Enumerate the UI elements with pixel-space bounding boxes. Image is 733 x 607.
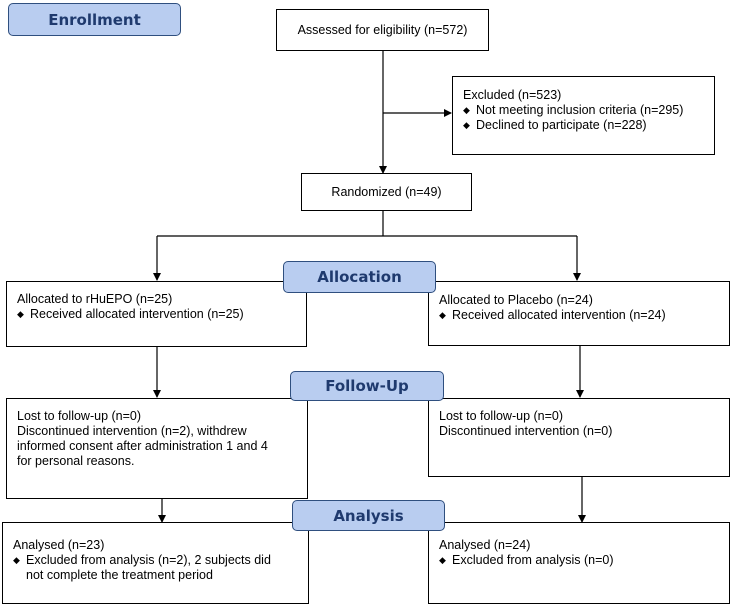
left-followup-line: Lost to follow-up (n=0) <box>17 409 142 423</box>
randomized-box: Randomized (n=49) <box>301 173 472 211</box>
bullet-icon: ◆ <box>463 120 470 130</box>
right-followup-box: Lost to follow-up (n=0) Discontinued int… <box>428 398 730 477</box>
stage-follow-up: Follow-Up <box>290 371 444 401</box>
assessed-label: Assessed for eligibility (n=572) <box>297 22 468 37</box>
left-allocation-title: Allocated to rHuEPO (n=25) <box>17 292 173 306</box>
left-analysis-item-continued: not complete the treatment period <box>26 568 213 582</box>
left-analysis-title: Analysed (n=23) <box>13 538 105 552</box>
left-followup-line: for personal reasons. <box>17 454 135 468</box>
stage-enrollment: Enrollment <box>8 3 181 36</box>
right-followup-line: Lost to follow-up (n=0) <box>439 409 564 423</box>
left-allocation-box: Allocated to rHuEPO (n=25) ◆ Received al… <box>6 281 307 347</box>
excluded-title: Excluded (n=523) <box>463 88 562 102</box>
left-allocation-item: ◆ Received allocated intervention (n=25) <box>17 307 244 321</box>
left-followup-line: informed consent after administration 1 … <box>17 439 268 453</box>
stage-analysis: Analysis <box>292 500 445 531</box>
assessed-box: Assessed for eligibility (n=572) <box>276 9 489 51</box>
randomized-label: Randomized (n=49) <box>331 184 442 199</box>
right-analysis-box: Analysed (n=24) ◆ Excluded from analysis… <box>428 522 730 604</box>
stage-allocation: Allocation <box>283 261 436 293</box>
excluded-item: ◆ Declined to participate (n=228) <box>463 118 647 132</box>
right-followup-line: Discontinued intervention (n=0) <box>439 424 613 438</box>
right-analysis-item: ◆ Excluded from analysis (n=0) <box>439 553 614 567</box>
excluded-box: Excluded (n=523) ◆ Not meeting inclusion… <box>452 76 715 155</box>
left-analysis-box: Analysed (n=23) ◆ Excluded from analysis… <box>2 522 309 604</box>
bullet-icon: ◆ <box>13 555 20 565</box>
bullet-icon: ◆ <box>439 310 446 320</box>
excluded-item: ◆ Not meeting inclusion criteria (n=295) <box>463 103 684 117</box>
right-allocation-title: Allocated to Placebo (n=24) <box>439 293 593 307</box>
bullet-icon: ◆ <box>439 555 446 565</box>
bullet-icon: ◆ <box>463 105 470 115</box>
left-followup-line: Discontinued intervention (n=2), withdre… <box>17 424 247 438</box>
right-allocation-item: ◆ Received allocated intervention (n=24) <box>439 308 666 322</box>
right-allocation-box: Allocated to Placebo (n=24) ◆ Received a… <box>428 281 730 346</box>
left-followup-box: Lost to follow-up (n=0) Discontinued int… <box>6 398 308 499</box>
left-analysis-item: ◆ Excluded from analysis (n=2), 2 subjec… <box>13 553 271 567</box>
right-analysis-title: Analysed (n=24) <box>439 538 531 552</box>
bullet-icon: ◆ <box>17 309 24 319</box>
